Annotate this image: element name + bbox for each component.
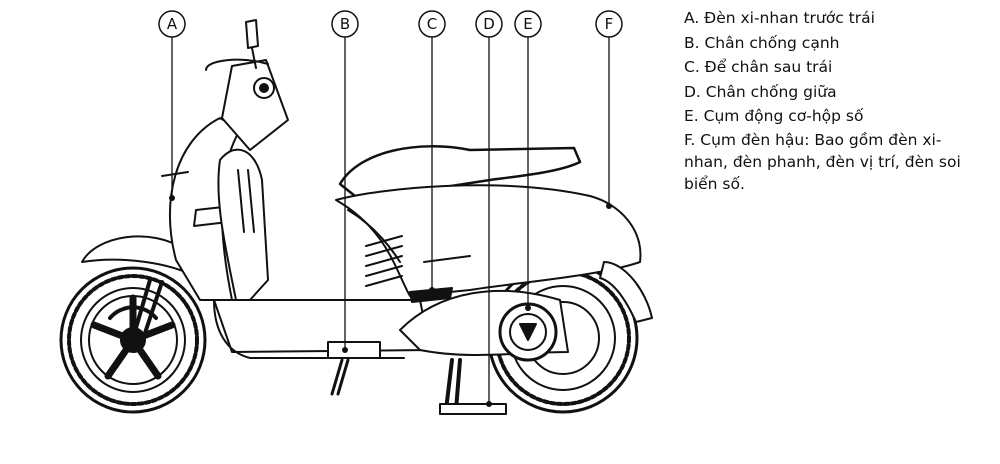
mirror-mount	[253, 77, 275, 99]
rear-fender	[599, 261, 653, 323]
side-stand	[327, 341, 381, 396]
legend-item-c: C. Để chân sau trái	[684, 58, 833, 76]
front-wheel	[59, 266, 207, 414]
callout-d-circle	[475, 10, 503, 38]
rear-body	[335, 184, 642, 297]
scooter-diagram: A B C D E F	[59, 10, 653, 415]
callout-label-d: D	[483, 15, 495, 33]
callout-label-e: E	[523, 15, 532, 33]
callout-b-circle	[331, 10, 359, 38]
callout-label-a: A	[167, 15, 178, 33]
callout-a-circle	[158, 10, 186, 38]
legend-item-e: E. Cụm động cơ-hộp số	[684, 107, 864, 125]
callout-label-c: C	[427, 15, 437, 33]
callout-f-circle	[595, 10, 623, 38]
floorboard	[213, 299, 431, 353]
front-fork	[131, 278, 164, 344]
callout-e-circle	[514, 10, 542, 38]
parts-legend: A. Đèn xi-nhan trước trái B. Chân chống …	[684, 6, 984, 195]
mirror	[245, 19, 259, 49]
callout-c-circle	[418, 10, 446, 38]
legend-item-d: D. Chân chống giữa	[684, 82, 837, 101]
callout-label-b: B	[340, 15, 350, 33]
seat	[338, 145, 582, 202]
legend-item-b: B. Chân chống cạnh	[684, 33, 840, 52]
legend-item-f: F. Cụm đèn hậu: Bao gồm đèn xi-nhan, đèn…	[684, 130, 961, 193]
callout-label-f: F	[605, 15, 614, 33]
legend-item-a: A. Đèn xi-nhan trước trái	[684, 9, 875, 27]
